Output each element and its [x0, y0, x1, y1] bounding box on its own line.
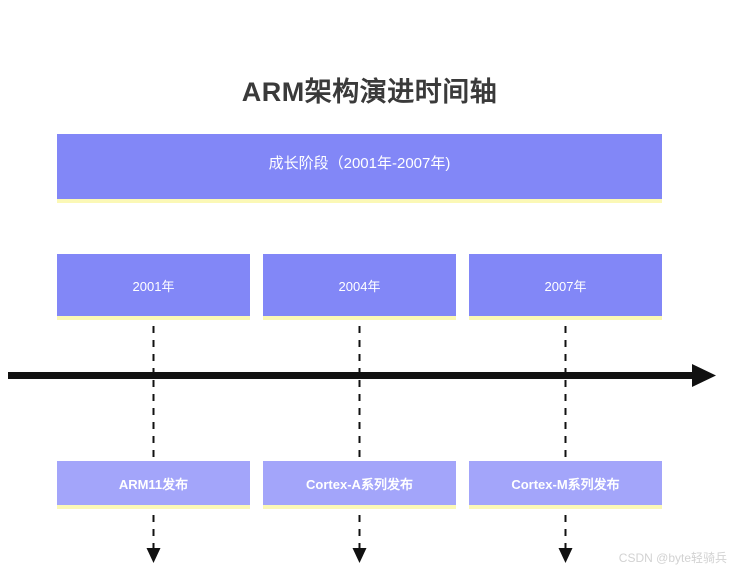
year-box-row: 2001年 2004年 2007年: [57, 254, 662, 324]
down-arrow-icon-2004: [352, 548, 367, 563]
year-label: 2007年: [544, 278, 587, 294]
event-label: Cortex-A系列发布: [306, 476, 413, 492]
event-box-cortex-a: Cortex-A系列发布: [263, 461, 456, 509]
phase-banner: 成长阶段（2001年-2007年): [57, 134, 662, 203]
year-box-2001: 2001年: [57, 254, 250, 320]
year-box-2004: 2004年: [263, 254, 456, 320]
event-box-arm11: ARM11发布: [57, 461, 250, 509]
event-label: ARM11发布: [118, 476, 189, 492]
event-box-row: ARM11发布 Cortex-A系列发布 Cortex-M系列发布: [57, 461, 662, 513]
down-arrow-icon-2007: [558, 548, 573, 563]
year-label: 2001年: [132, 278, 175, 294]
timeline-arrow-icon: [692, 364, 716, 387]
event-label: Cortex-M系列发布: [511, 476, 620, 492]
year-label: 2004年: [338, 278, 381, 294]
watermark: CSDN @byte轻骑兵: [618, 551, 727, 565]
phase-banner-label: 成长阶段（2001年-2007年): [268, 155, 451, 172]
year-box-2007: 2007年: [469, 254, 662, 320]
page-title: ARM架构演进时间轴: [241, 77, 498, 107]
event-box-cortex-m: Cortex-M系列发布: [469, 461, 662, 509]
down-arrow-icon-2001: [146, 548, 161, 563]
